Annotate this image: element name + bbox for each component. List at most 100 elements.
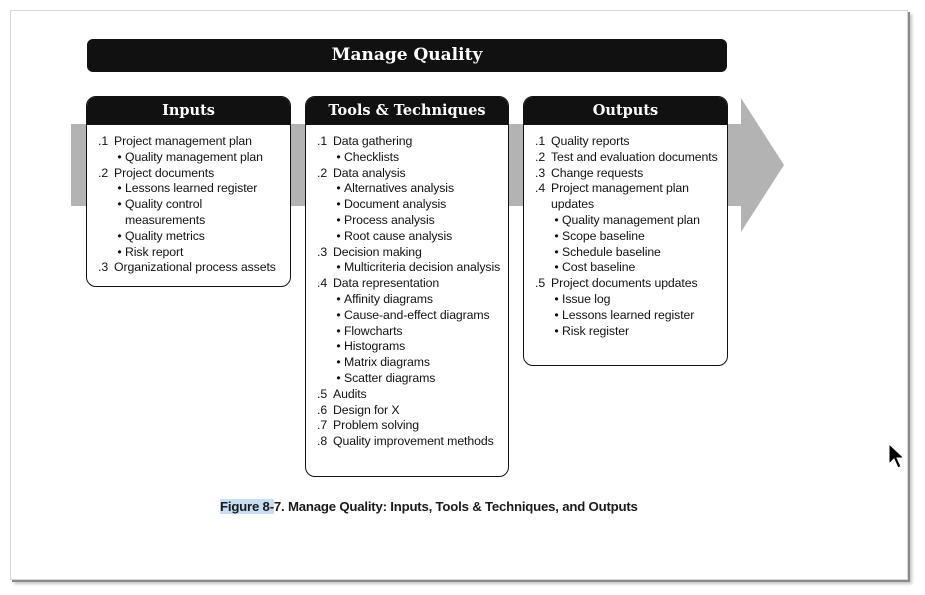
sub-list-item: •Lessons learned register xyxy=(535,308,721,324)
list-item: .5 Audits xyxy=(317,387,502,403)
sub-item-text: Quality management plan xyxy=(125,149,263,164)
sub-item-text: Matrix diagrams xyxy=(344,355,430,370)
sub-list-item: •Matrix diagrams xyxy=(317,355,502,371)
sub-item-text: Schedule baseline xyxy=(562,244,661,259)
item-text: Project documents updates xyxy=(551,276,698,291)
sub-item-text: Cause-and-effect diagrams xyxy=(344,307,490,322)
bullet-icon: • xyxy=(554,307,559,322)
item-text: Audits xyxy=(333,386,367,401)
bullet-icon: • xyxy=(336,355,341,370)
item-text: Design for X xyxy=(333,402,400,417)
item-text: Change requests xyxy=(551,165,644,180)
sub-list-item: •Quality metrics xyxy=(98,229,284,245)
sub-item-text: Quality control measurements xyxy=(125,197,206,227)
bullet-icon: • xyxy=(336,260,341,275)
bullet-icon: • xyxy=(117,244,122,259)
bullet-icon: • xyxy=(117,228,122,243)
bullet-icon: • xyxy=(336,149,341,164)
sub-list-item: •Flowcharts xyxy=(317,324,502,340)
item-number: .1 xyxy=(535,134,546,148)
mouse-pointer-icon xyxy=(888,443,906,469)
figure-caption: Figure 8-7. Manage Quality: Inputs, Tool… xyxy=(220,499,638,514)
item-text: Project documents xyxy=(114,165,215,180)
sub-item-text: Scope baseline xyxy=(562,228,645,243)
bullet-icon: • xyxy=(117,181,122,196)
bullet-icon: • xyxy=(336,212,341,227)
caption-text: 7. Manage Quality: Inputs, Tools & Techn… xyxy=(273,499,638,514)
sub-list-item: •Risk report xyxy=(98,245,284,261)
list-item: .1 Quality reports xyxy=(535,134,721,150)
diagram-title: Manage Quality xyxy=(87,39,727,72)
list-item: .5 Project documents updates xyxy=(535,276,721,292)
sub-list-item: •Multicriteria decision analysis xyxy=(317,260,502,276)
sub-list-item: •Alternatives analysis xyxy=(317,181,502,197)
item-number: .3 xyxy=(317,244,328,259)
sub-list-item: •Scatter diagrams xyxy=(317,371,502,387)
sub-list-item: •Lessons learned register xyxy=(98,181,284,197)
outputs-heading: Outputs xyxy=(524,97,727,125)
sub-list-item: •Scope baseline xyxy=(535,229,721,245)
sub-list-item: •Histograms xyxy=(317,339,502,355)
tools-techniques-heading: Tools & Techniques xyxy=(306,97,508,125)
sub-item-text: Issue log xyxy=(562,291,611,306)
item-text: Test and evaluation documents xyxy=(551,149,718,164)
item-number: .5 xyxy=(535,276,546,291)
sub-list-item: •Cause-and-effect diagrams xyxy=(317,308,502,324)
bullet-icon: • xyxy=(336,323,341,338)
sub-item-text: Multicriteria decision analysis xyxy=(344,260,501,275)
sub-list-item: •Risk register xyxy=(535,324,721,340)
sub-item-text: Risk register xyxy=(562,323,630,338)
bullet-icon: • xyxy=(554,323,559,338)
item-number: .3 xyxy=(98,260,109,275)
item-number: .1 xyxy=(317,134,328,148)
bullet-icon: • xyxy=(336,197,341,212)
sub-item-text: Cost baseline xyxy=(562,260,636,275)
item-text: Project management plan updates xyxy=(551,181,689,212)
bullet-icon: • xyxy=(554,244,559,259)
sub-item-text: Quality management plan xyxy=(562,212,700,227)
bullet-icon: • xyxy=(336,370,341,385)
item-text: Project management plan xyxy=(114,134,252,148)
list-item: .3 Decision making xyxy=(317,245,502,261)
sub-item-text: Alternatives analysis xyxy=(344,181,454,196)
sub-item-text: Scatter diagrams xyxy=(344,370,436,385)
sub-list-item: •Document analysis xyxy=(317,197,502,213)
sub-list-item: •Root cause analysis xyxy=(317,229,502,245)
sub-item-text: Root cause analysis xyxy=(344,228,453,243)
list-item: .3 Change requests xyxy=(535,166,721,182)
sub-list-item: •Quality management plan xyxy=(535,213,721,229)
sub-item-text: Risk report xyxy=(125,244,184,259)
sub-item-text: Histograms xyxy=(344,339,406,354)
list-item: .2 Data analysis xyxy=(317,166,502,182)
sub-list-item: •Checklists xyxy=(317,150,502,166)
sub-item-text: Checklists xyxy=(344,149,400,164)
sub-list-item: •Schedule baseline xyxy=(535,245,721,261)
caption-selected-text[interactable]: Figure 8- xyxy=(220,499,274,514)
bullet-icon: • xyxy=(336,339,341,354)
item-text: Data analysis xyxy=(333,165,406,180)
inputs-heading: Inputs xyxy=(87,97,290,125)
item-text: Quality reports xyxy=(551,134,630,148)
item-text: Problem solving xyxy=(333,418,419,433)
item-number: .8 xyxy=(317,434,328,449)
item-number: .5 xyxy=(317,386,328,401)
bullet-icon: • xyxy=(117,197,122,212)
item-number: .2 xyxy=(317,165,328,180)
sub-item-text: Affinity diagrams xyxy=(344,291,433,306)
inputs-list: .1 Project management plan • Quality manage… xyxy=(87,125,290,276)
item-text: Decision making xyxy=(333,244,422,259)
item-number: .3 xyxy=(535,165,546,180)
sub-item-text: Process analysis xyxy=(344,212,435,227)
item-number: .1 xyxy=(98,134,109,148)
